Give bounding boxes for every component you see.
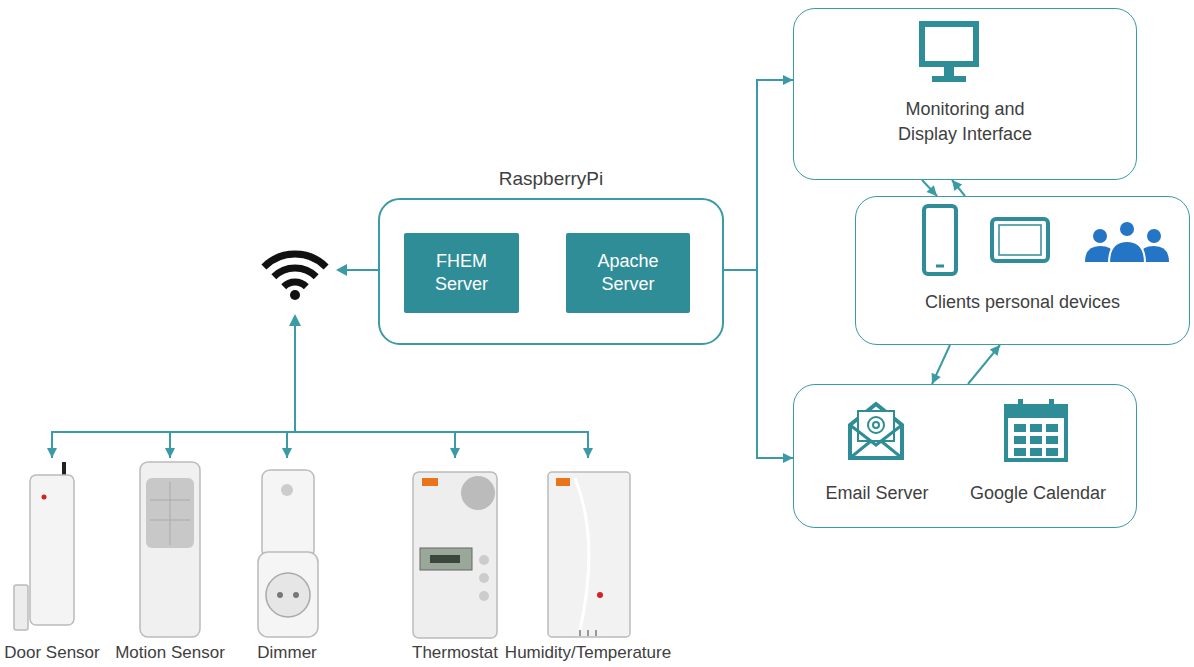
arrowhead — [927, 185, 937, 196]
monitor-icon — [922, 24, 976, 82]
server-box: RaspberryPiFHEM ServerApache Server — [378, 198, 724, 345]
connector-line — [922, 180, 937, 196]
tablet-icon — [992, 219, 1048, 261]
connector-line — [724, 80, 793, 270]
service-label: Google Calendar — [957, 481, 1119, 505]
device-picture: Humidity/Temperature — [498, 458, 678, 663]
connector-arrow — [968, 345, 1000, 384]
interface-box: Monitoring and Display Interface — [793, 8, 1137, 180]
connector-arrow — [932, 345, 950, 384]
module-label: FHEM Server — [435, 250, 488, 297]
calendar-icon — [1006, 399, 1066, 460]
device-caption: Motion Sensor — [115, 643, 225, 663]
connector-arrow — [282, 270, 378, 458]
wifi-symbol — [264, 254, 326, 287]
arrowhead — [783, 75, 793, 85]
wireless-arrowhead — [336, 264, 347, 276]
box-heading: RaspberryPi — [499, 168, 604, 190]
device-caption: Thermostat — [412, 643, 498, 663]
connector-arrow — [952, 180, 965, 196]
dimmer-picture — [258, 470, 318, 637]
arrowhead — [47, 448, 57, 458]
connector-line — [170, 270, 378, 458]
arrowhead — [282, 448, 292, 458]
device-caption: Door Sensor — [4, 643, 99, 663]
humidity-sensor-picture — [548, 472, 630, 637]
envelope-icon — [850, 404, 902, 458]
module-label: Apache Server — [597, 250, 658, 297]
door-sensor-picture — [14, 462, 74, 630]
thermostat-picture — [413, 472, 497, 638]
arrowhead — [450, 448, 460, 458]
wireless-arrowhead — [289, 314, 301, 326]
connector-line — [287, 270, 378, 458]
device-picture: Motion Sensor — [111, 458, 229, 663]
device-picture: Door Sensor — [0, 458, 104, 663]
device-picture: Dimmer — [242, 458, 332, 663]
services-box: Email ServerGoogle Calendar — [793, 384, 1137, 528]
wifi-dot — [290, 290, 300, 300]
box-label: Monitoring and Display Interface — [890, 97, 1040, 147]
connector-line — [724, 270, 793, 458]
box-label: Clients personal devices — [925, 290, 1120, 314]
service-label: Email Server — [797, 481, 957, 505]
connector-arrow — [922, 180, 937, 196]
arrowhead — [990, 345, 1000, 356]
device-caption: Dimmer — [257, 643, 317, 663]
connector-arrow — [724, 270, 793, 463]
arrowhead — [952, 180, 962, 191]
device-picture: Thermostat — [405, 458, 505, 663]
phone-icon — [924, 206, 956, 274]
server-module: Apache Server — [566, 233, 690, 313]
clients-box: Clients personal devices — [855, 196, 1190, 345]
arrowhead — [165, 448, 175, 458]
arrowhead — [783, 453, 793, 463]
connector-arrow — [724, 75, 793, 270]
connector-line — [52, 270, 378, 458]
motion-sensor-picture — [140, 462, 200, 637]
connector-arrow — [165, 270, 378, 458]
server-module: FHEM Server — [404, 233, 519, 313]
device-caption: Humidity/Temperature — [505, 643, 671, 663]
people-icon — [1085, 221, 1169, 263]
connector-arrow — [47, 270, 378, 458]
connector-line — [952, 180, 965, 196]
arrowhead — [932, 373, 941, 384]
arrowhead — [583, 448, 593, 458]
connector-line — [932, 345, 950, 384]
connector-line — [968, 345, 1000, 384]
